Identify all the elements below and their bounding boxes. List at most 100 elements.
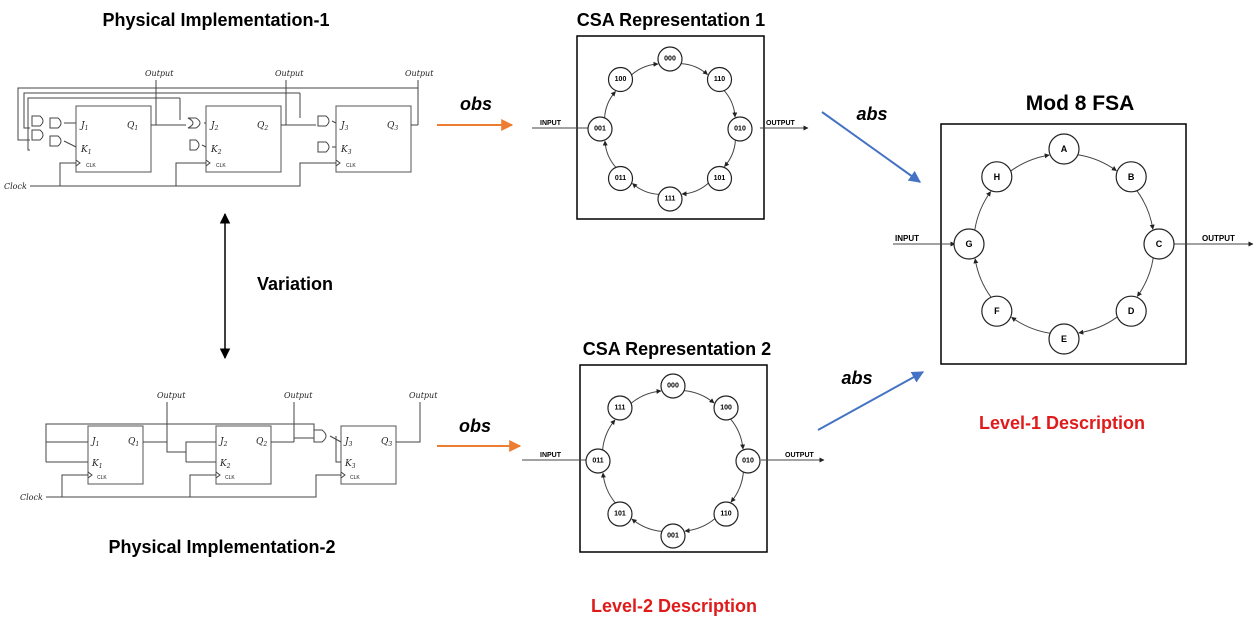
variation-label: Variation [257,274,333,294]
level-2-description: Level-2 Description [591,596,757,616]
csa_1-transition-4 [632,183,659,195]
fsa-input-label: INPUT [895,234,919,243]
csa_1-transition-0 [681,63,708,75]
fsa-state-B [1115,161,1147,193]
csa_2-state-label-111: 111 [615,404,626,411]
csa_1-state-label-001: 001 [594,126,606,133]
fsa-state-label-A: A [1061,144,1068,154]
csa_2-state-011 [585,448,611,474]
abs-label-2: abs [841,368,872,388]
fsa-state-label-D: D [1128,306,1135,316]
c1-clock-label: Clock [4,182,27,191]
physical-implementation-2-title: Physical Implementation-2 [108,537,335,557]
obs-label-2: obs [459,416,491,436]
c2-ff2-clk-label: CLK [225,475,235,481]
circuit-2: J1 K1 Q1 CLK J2 K2 Q2 CLK J3 K3 Q3 CLK O… [20,391,438,502]
csa_2-transition-2 [730,472,744,503]
csa_2-state-101 [607,501,633,527]
csa_2-transition-4 [631,518,662,532]
fsa-transition-3 [1078,316,1118,335]
csa_1-state-label-100: 100 [615,76,627,83]
csa_1-state-label-111: 111 [665,196,676,203]
csa-1-diagram: INPUT OUTPUT 000 110 010 101 111 011 001 100 [532,35,809,220]
csa_2-transition-1 [730,418,746,450]
fsa-state-label-B: B [1128,172,1135,182]
fsa-state-label-C: C [1156,239,1163,249]
ff3-q-label: Q3 [387,121,398,132]
fsa-transition-2 [1136,257,1154,297]
c2-output-2-label: Output [284,391,313,400]
physical-implementation-1-title: Physical Implementation-1 [102,10,329,30]
csa_2-transition-7 [630,388,662,404]
fsa-transition-0 [1077,154,1117,172]
csa_1-state-label-010: 010 [734,126,746,133]
ff2-k-label: K2 [210,145,222,156]
fsa-state-label-E: E [1061,334,1067,344]
csa_2-state-label-101: 101 [614,511,626,518]
fsa-state-C [1143,228,1175,260]
c2-clock-label: Clock [20,493,43,502]
csa-representation-2-title: CSA Representation 2 [583,339,771,359]
csa_2-transition-0 [684,390,715,404]
csa_2-state-label-110: 110 [720,511,731,518]
c2-flipflop-3 [340,425,397,485]
csa_1-transition-6 [604,91,616,118]
abs-arrow-2 [817,371,925,431]
c2-ff1-j-label: J1 [90,437,99,448]
csa_2-transition-3 [684,518,716,534]
csa_1-state-011 [607,165,634,192]
c2-ff2-q-label: Q2 [256,437,267,448]
fsa-state-label-G: G [965,239,972,249]
csa_1-transition-5 [602,140,617,168]
flipflop-1 [75,105,152,173]
c2-ff1-q-label: Q1 [128,437,139,448]
csa_1-state-100 [607,66,634,93]
csa_2-state-label-100: 100 [720,404,732,411]
ff1-clk-label: CLK [86,163,96,169]
csa_1-state-111 [657,186,683,212]
csa_1-transition-7 [631,61,659,76]
csa-1-ring: 000 110 010 101 111 011 001 100 [587,46,753,212]
csa_1-transition-1 [723,90,738,118]
c1-output-2-label: Output [275,69,304,78]
flipflop-2 [205,105,282,173]
flipflop-3 [335,105,412,173]
c2-output-3-label: Output [409,391,438,400]
csa-2-output-label: OUTPUT [785,452,815,459]
csa_2-state-001 [660,523,686,549]
fsa-transition-4 [1011,316,1051,334]
c2-flipflop-2 [215,425,272,485]
c2-ff1-k-label: K1 [91,459,103,470]
fsa-output-label: OUTPUT [1202,234,1235,243]
csa_1-state-label-000: 000 [664,56,676,63]
abs-arrow-1 [821,111,921,183]
fsa-state-E [1048,323,1080,355]
csa_1-state-label-110: 110 [714,76,725,83]
c2-ff3-clk-label: CLK [350,475,360,481]
csa_1-state-001 [587,116,613,142]
c2-ff3-j-label: J3 [343,437,353,448]
ff2-clk-label: CLK [216,163,226,169]
fsa-state-D [1115,295,1147,327]
ff3-j-label: J3 [339,121,349,132]
ff3-clk-label: CLK [346,163,356,169]
csa_2-state-label-000: 000 [667,383,679,390]
c1-output-3-label: Output [405,69,434,78]
csa_1-state-label-011: 011 [615,175,626,182]
csa_1-state-000 [657,46,683,72]
csa_1-state-label-101: 101 [714,175,726,182]
csa_2-state-100 [713,395,739,421]
c2-flipflop-1 [87,425,144,485]
fsa-state-G [953,228,985,260]
fsa-transition-6 [974,191,992,231]
csa-1-input-label: INPUT [540,120,562,127]
csa_2-transition-6 [602,419,616,450]
c2-ff3-q-label: Q3 [381,437,392,448]
fsa-transition-7 [1010,153,1050,172]
fsa-transition-1 [1136,190,1155,230]
csa-1-output-label: OUTPUT [766,120,796,127]
c1-output-1-label: Output [145,69,174,78]
